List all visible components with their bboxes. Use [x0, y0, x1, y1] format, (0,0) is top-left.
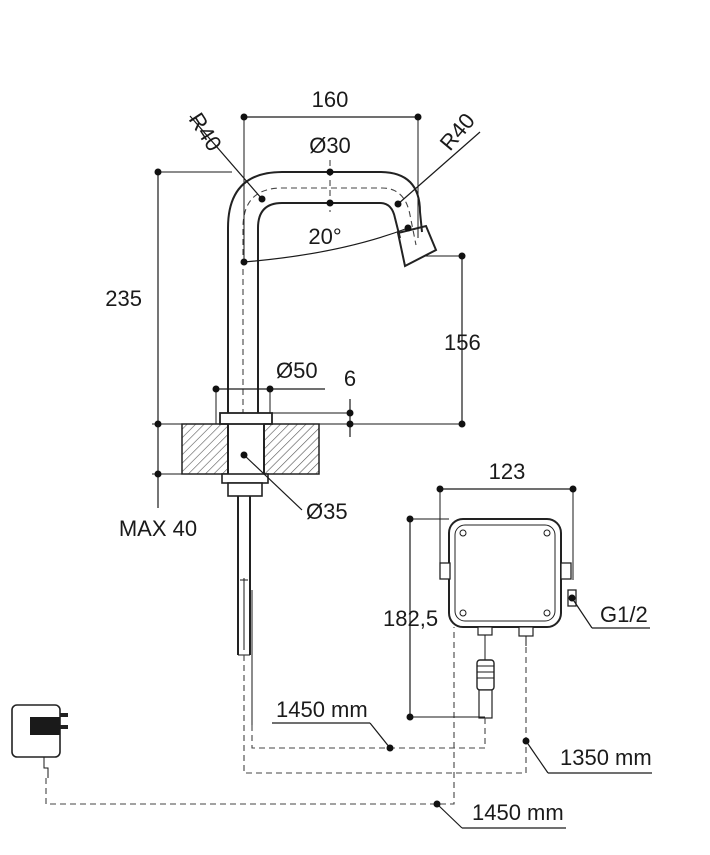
- label-tube-diameter: Ø30: [309, 133, 351, 158]
- label-box-height: 182,5: [383, 606, 438, 631]
- label-spout-width: 160: [312, 87, 349, 112]
- label-outlet-height: 156: [444, 330, 481, 355]
- label-cable-faucet: 1450 mm: [276, 697, 368, 722]
- label-box-width: 123: [489, 459, 526, 484]
- label-cable-adapter: 1450 mm: [472, 800, 564, 825]
- power-adapter-icon: [11, 704, 68, 778]
- dimension-lines: [152, 113, 652, 829]
- label-connection-thread: G1/2: [600, 602, 648, 627]
- label-max-deck: MAX 40: [119, 516, 197, 541]
- label-overall-height: 235: [105, 286, 142, 311]
- shank-hoses: [237, 496, 253, 725]
- label-radius-left: R40: [184, 108, 227, 155]
- label-radius-right: R40: [435, 108, 480, 155]
- solenoid-control-box: [439, 518, 577, 719]
- deck-section: [181, 423, 320, 497]
- label-shank-diameter: Ø35: [306, 499, 348, 524]
- label-spout-angle: 20°: [308, 224, 341, 249]
- label-base-thickness: 6: [344, 366, 356, 391]
- label-base-diameter: Ø50: [276, 358, 318, 383]
- cable-routes: [45, 627, 527, 805]
- label-cable-valve: 1350 mm: [560, 745, 652, 770]
- faucet-body: [215, 160, 438, 425]
